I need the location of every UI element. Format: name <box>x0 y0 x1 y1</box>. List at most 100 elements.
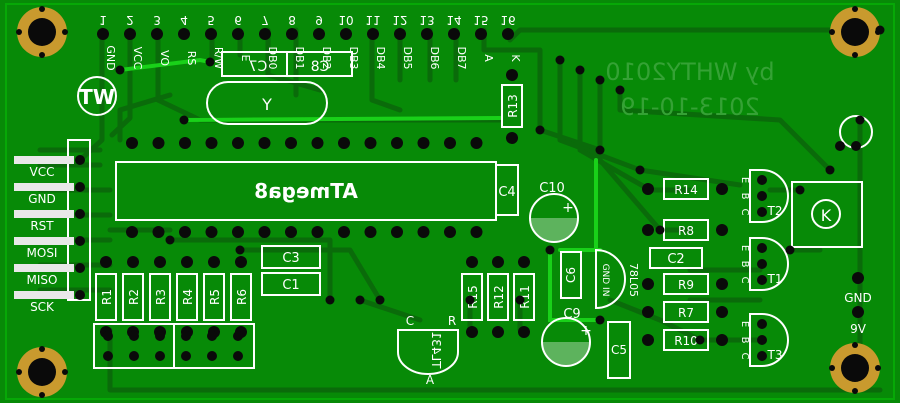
bottom-header-pads <box>103 331 243 361</box>
resistor-body <box>203 273 225 321</box>
resistor-pad <box>642 278 654 290</box>
isp-pin-label: VCC <box>30 165 55 179</box>
lcd-pin-pad <box>475 28 487 40</box>
lcd-pin-label: VCC <box>131 47 144 70</box>
header-pad <box>181 351 191 361</box>
lcd-pin-pad <box>313 28 325 40</box>
transistor-pad <box>757 191 767 201</box>
transistor-body <box>749 313 789 367</box>
header-pad <box>103 331 113 341</box>
chip-pin-pad <box>179 226 191 238</box>
isp-pin-label: SCK <box>30 300 55 314</box>
resistor-pad <box>466 326 478 338</box>
chip-pin-pad <box>417 226 430 238</box>
chip-pin-pad <box>311 226 324 238</box>
lcd-pin-pad <box>97 28 109 40</box>
via <box>825 165 835 175</box>
via <box>795 185 805 195</box>
resistor-pad <box>466 256 478 268</box>
tl431-pin-r: R <box>448 314 456 328</box>
resistor-pad <box>181 256 193 268</box>
via <box>465 295 475 305</box>
resistor-body <box>95 273 117 321</box>
resistor-pad <box>518 256 530 268</box>
chip-pin-pad <box>470 226 483 238</box>
header-pad <box>233 331 243 341</box>
lcd-pin-number: 1 <box>99 13 107 27</box>
author-line1: by WHTY2010 <box>605 58 774 86</box>
author-block: by WHTY2010 2013-10-19 <box>605 58 774 121</box>
resistor-pad <box>208 256 220 268</box>
capacitor-c5: C5 <box>607 321 631 379</box>
chip-label: ATmega8 <box>254 179 358 203</box>
isp-pin <box>14 264 74 272</box>
lcd-pin-label: DB7 <box>455 46 468 69</box>
lcd-pin-label: A <box>482 54 495 62</box>
isp-pin-label: GND <box>28 192 56 206</box>
mounting-holes <box>16 6 881 398</box>
power-9v-label: 9V <box>850 322 867 336</box>
resistor-body <box>122 273 144 321</box>
lcd-pin-number: 10 <box>338 13 353 27</box>
crystal-y: Y <box>206 81 328 125</box>
capacitor-c2-label: C2 <box>667 252 684 267</box>
via <box>205 57 215 67</box>
resistor-body <box>230 273 252 321</box>
isp-pad <box>75 182 85 192</box>
via <box>595 145 605 155</box>
resistor-pad <box>492 256 504 268</box>
capacitor-small-top-right <box>835 115 873 151</box>
lcd-pin-number: 2 <box>126 13 134 27</box>
mounting-hole-bottom-right <box>829 342 881 394</box>
chip-pin-pad <box>444 137 456 149</box>
regulator-pins: GND IN <box>600 264 610 297</box>
via <box>325 295 335 305</box>
via <box>375 295 385 305</box>
lcd-pin-pad <box>178 28 190 40</box>
isp-pin <box>14 210 74 218</box>
chip-pin-pad <box>232 226 244 238</box>
chip-pin-pad <box>338 137 350 149</box>
capacitor-c3: C3 <box>261 245 321 269</box>
via <box>595 75 605 85</box>
tl431-pin-a: A <box>426 373 435 387</box>
regulator-label: 78L05 <box>627 263 640 297</box>
lcd-pin-number: 12 <box>392 13 407 27</box>
lcd-pin-label: VO <box>158 50 171 66</box>
resistor-body <box>663 178 709 200</box>
chip-pin-pad <box>258 137 271 149</box>
chip-pin-pad <box>232 137 244 149</box>
lcd-pin-label: R/W <box>212 47 225 69</box>
via <box>595 315 605 325</box>
lcd-pin-label: DB5 <box>401 46 414 69</box>
resistor-label: R2 <box>127 289 141 305</box>
regulator-78l05: 78L05 GND IN <box>595 248 640 310</box>
transistor-pin-label: B <box>739 193 750 200</box>
mounting-hole-top-left <box>16 6 68 58</box>
lcd-pin-pad <box>394 28 406 40</box>
chip-pin-pad <box>364 226 377 238</box>
header-pad <box>207 331 217 341</box>
lcd-pin-number: 3 <box>153 13 161 27</box>
tl431: TL431 C R A <box>397 314 459 387</box>
mounting-hole-bottom-left <box>16 346 68 398</box>
via <box>875 25 885 35</box>
transistor-pad <box>757 175 767 185</box>
logo-wt: WT <box>77 76 117 116</box>
transistor-body <box>749 169 789 223</box>
lcd-pin-pad <box>232 28 244 40</box>
isp-pin-label: MOSI <box>27 246 58 260</box>
vias <box>115 25 885 345</box>
via <box>235 245 245 255</box>
transistor-pin-label: C <box>739 209 750 216</box>
lcd-pin-pad <box>124 28 136 40</box>
chip-pins-bottom <box>126 226 483 238</box>
power-connector: GND 9V <box>844 272 872 336</box>
capacitor-c1-label: C1 <box>282 278 299 293</box>
header-pad <box>129 351 139 361</box>
capacitor-c1: C1 <box>261 272 321 296</box>
lcd-pin-number: 14 <box>446 13 461 27</box>
resistor-body <box>663 301 709 323</box>
